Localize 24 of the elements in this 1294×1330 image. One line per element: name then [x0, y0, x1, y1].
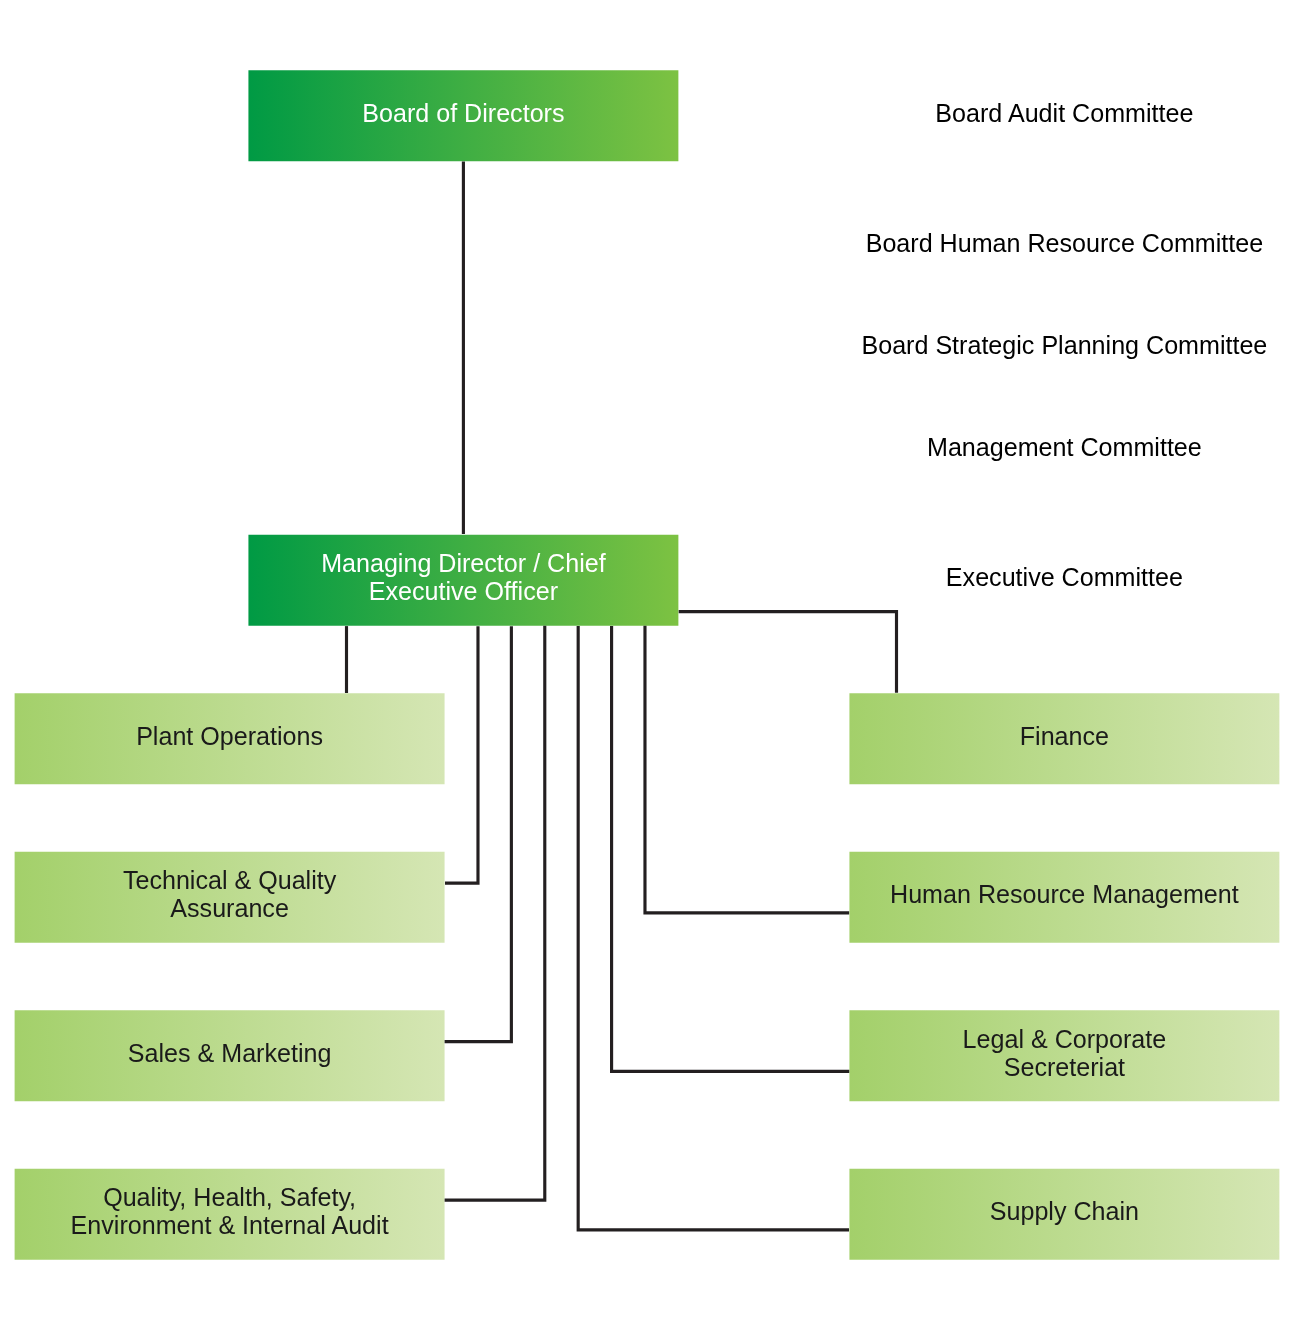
connector [678, 610, 899, 693]
connector [444, 625, 547, 1202]
label: Management Committee [927, 432, 1202, 461]
node-box: Board of Directors [248, 70, 679, 162]
connector [344, 626, 349, 693]
node-box: Finance [849, 693, 1280, 785]
node-box: Supply Chain [849, 1168, 1280, 1260]
label: Board Strategic Planning Committee [861, 330, 1268, 359]
connector [461, 161, 465, 535]
connector [643, 625, 850, 915]
node-box: Quality, Health, Safety, Environment & Internal Audit [14, 1168, 445, 1260]
label: Executive Committee [945, 563, 1183, 592]
node-box: Technical & Quality Assurance [14, 851, 445, 943]
node-box: Human Resource Management [849, 851, 1280, 943]
connector [444, 626, 513, 1044]
node-box: Plant Operations [14, 693, 445, 785]
connector [610, 626, 850, 1073]
connector [445, 626, 480, 885]
connector [576, 625, 849, 1232]
node-box: Legal & Corporate Secreteriat [849, 1010, 1280, 1102]
node-box: Managing Director / Chief Executive Officer [248, 534, 679, 626]
node-box: Sales & Marketing [14, 1010, 445, 1102]
label: Board Audit Committee [935, 98, 1194, 127]
label: Board Human Resource Committee [865, 228, 1264, 257]
